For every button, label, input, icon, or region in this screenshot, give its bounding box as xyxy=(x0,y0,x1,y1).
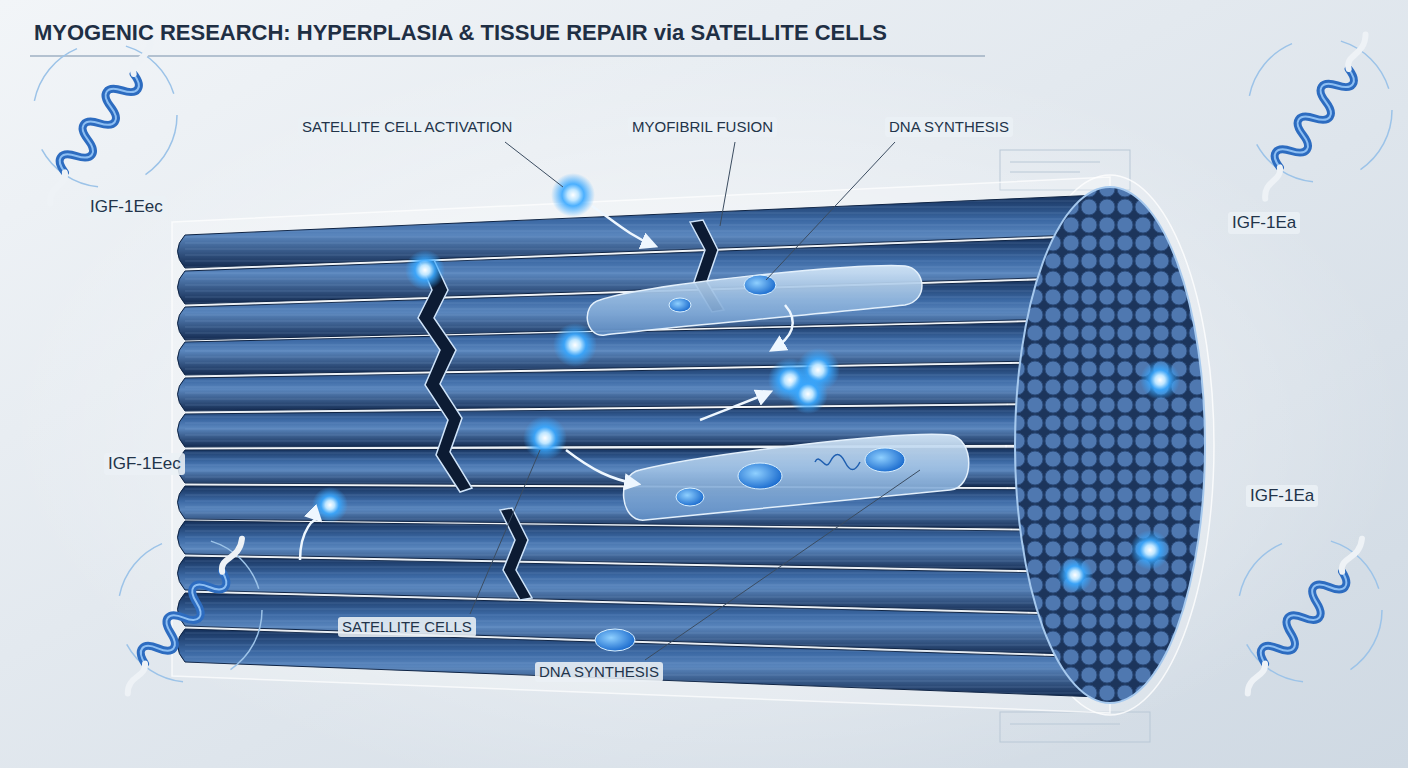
glass-cylinder xyxy=(172,177,1110,713)
satellite-cell xyxy=(523,416,567,460)
satellite-cell xyxy=(312,487,348,523)
fiber-tear xyxy=(500,508,532,600)
cross-section-rim xyxy=(1015,187,1205,703)
nucleus xyxy=(595,629,635,651)
satellite-cell xyxy=(551,173,595,217)
callout-label: SATELLITE CELL ACTIVATION xyxy=(298,117,516,137)
halo-arc xyxy=(1248,38,1392,182)
satellite-cell xyxy=(1057,557,1093,593)
leader-line xyxy=(720,142,735,226)
migration-arrow xyxy=(592,206,655,246)
leader-line xyxy=(766,142,895,280)
protein-helix xyxy=(1251,31,1381,202)
protein-helix xyxy=(114,535,256,698)
migration-arrow xyxy=(772,305,793,350)
satellite-cell xyxy=(788,374,828,414)
migration-arrow xyxy=(566,450,638,484)
fiber-striations xyxy=(185,195,1100,697)
satellite-cell xyxy=(1130,530,1170,570)
protein-label: IGF-1Ea xyxy=(1246,485,1318,507)
hud-line xyxy=(1010,172,1080,173)
callout-label: SATELLITE CELLS xyxy=(338,617,476,637)
protein-helix xyxy=(1234,535,1376,698)
fiber-tear xyxy=(418,260,472,492)
fusing-myotube xyxy=(587,266,922,336)
satellite-cell xyxy=(553,323,597,367)
hud-line xyxy=(1010,724,1120,725)
hud-panel xyxy=(1000,712,1150,742)
callout-label: DNA SYNTHESIS xyxy=(885,117,1013,137)
leader-line xyxy=(470,450,540,614)
migration-arrows xyxy=(300,206,793,560)
callout-label: DNA SYNTHESIS xyxy=(535,662,663,682)
satellite-cell xyxy=(1140,360,1180,400)
protein-halos xyxy=(33,38,1392,682)
title-rule xyxy=(30,55,985,57)
callout-label: MYOFIBRIL FUSION xyxy=(628,117,777,137)
protein-helix xyxy=(36,36,166,207)
leader-line xyxy=(505,142,563,187)
nucleus xyxy=(865,448,905,472)
nucleus xyxy=(738,463,782,489)
fiber-bundles xyxy=(1010,180,1210,710)
protein-label: IGF-1Eec xyxy=(104,453,185,475)
new-myofiber xyxy=(624,434,969,520)
satellite-cells xyxy=(312,173,1180,593)
protein-label: IGF-1Ea xyxy=(1228,212,1300,234)
leader-lines xyxy=(470,142,920,660)
nuclei xyxy=(595,275,905,651)
nucleus xyxy=(676,488,704,506)
halo-arc xyxy=(33,43,177,187)
hud-line xyxy=(1010,162,1100,163)
migration-arrow xyxy=(300,519,320,560)
fiber-tears xyxy=(418,220,724,600)
muscle-fibers xyxy=(178,195,1101,697)
satellite-cell xyxy=(405,250,445,290)
protein-label: IGF-1Eec xyxy=(86,196,167,218)
migration-arrow xyxy=(700,392,770,420)
nucleus xyxy=(669,298,691,312)
leader-line xyxy=(645,470,920,660)
diagram-title: MYOGENIC RESEARCH: HYPERPLASIA & TISSUE … xyxy=(34,20,887,46)
dna-strand xyxy=(815,455,860,470)
nucleus xyxy=(744,275,776,295)
